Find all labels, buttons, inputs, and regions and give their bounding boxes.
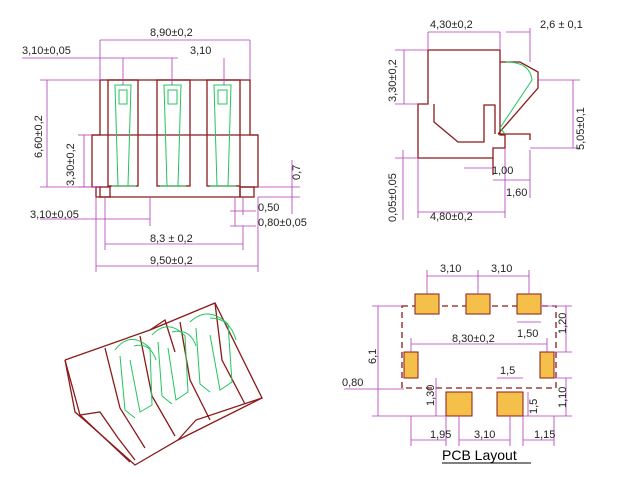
dim-pin-1: 1,00 xyxy=(492,165,513,177)
pcb-layout: 3,10 3,10 8,30±0,2 1,50 1,20 6,1 0,80 1,… xyxy=(342,263,572,464)
dim-depth: 4,80±0,2 xyxy=(430,211,473,223)
dim-pin-2: 1,60 xyxy=(506,187,527,199)
side-body-outline xyxy=(417,49,539,175)
iso-contacts xyxy=(114,313,237,419)
pad-bottom-left xyxy=(445,391,473,417)
side-view: 4,30±0,2 2,6 ± 0,1 3,30±0,2 5,05±0,1 1,0… xyxy=(387,19,587,223)
pcb-dimension-lines xyxy=(344,270,572,446)
dim-upper-height: 3,30±0,2 xyxy=(387,59,399,102)
dim-pcb-bottom-pitch: 3,10 xyxy=(474,429,495,441)
dim-pcb-row-span: 8,30±0,2 xyxy=(452,333,495,345)
dim-side-top-width: 4,30±0,2 xyxy=(430,19,473,31)
dim-lead-offset: 2,6 ± 0,1 xyxy=(540,19,583,31)
dim-pcb-left-off: 1,95 xyxy=(430,429,451,441)
pad-left-side xyxy=(403,351,419,379)
front-dimension-lines xyxy=(22,39,300,272)
dim-right-height: 5,05±0,1 xyxy=(575,107,587,150)
front-contacts xyxy=(112,84,236,187)
dim-bottom-pitch: 3,10±0,05 xyxy=(30,209,79,221)
pcb-outline xyxy=(401,305,557,389)
dim-pin-len: 0,7 xyxy=(291,165,303,180)
dim-pcb-small-3: 1,30 xyxy=(425,385,437,406)
dim-overall: 9,50±0,2 xyxy=(150,255,193,267)
pad-top-middle xyxy=(465,293,491,315)
dim-span: 8,3 ± 0,2 xyxy=(150,233,193,245)
dim-pcb-edge: 0,80 xyxy=(342,377,363,389)
pcb-layout-title: PCB Layout xyxy=(442,447,517,463)
dim-pin-gap: 0,80±0,05 xyxy=(258,217,307,229)
pad-top-right xyxy=(516,293,542,315)
dim-left-pitch: 3,10±0,05 xyxy=(22,45,71,57)
dim-pcb-pitch-1: 3,10 xyxy=(440,263,461,275)
dim-pcb-pad-2: 1,20 xyxy=(557,313,569,334)
side-contact-lead xyxy=(499,61,533,135)
dim-pcb-small-2: 1,10 xyxy=(557,387,569,408)
side-dimension-lines xyxy=(395,28,580,220)
front-view: 8,90±0,2 3,10±0,05 3,10 6,60±0,2 3,30±0,… xyxy=(22,27,307,272)
dim-top-width: 8,90±0,2 xyxy=(150,27,193,39)
pad-bottom-right xyxy=(496,391,524,417)
pcb-pads xyxy=(403,293,555,417)
dim-pcb-pad-1: 1,50 xyxy=(517,328,538,340)
isometric-view xyxy=(64,302,263,466)
dim-pcb-small-1: 1,5 xyxy=(500,365,515,377)
dim-height-total: 6,60±0,2 xyxy=(33,115,45,158)
pad-top-left xyxy=(414,293,440,315)
dim-standoff: 0,05±0,05 xyxy=(387,173,399,222)
dim-pin-w: 0,50 xyxy=(258,202,279,214)
pad-right-side xyxy=(539,351,555,379)
dim-pcb-pitch-2: 3,10 xyxy=(491,263,512,275)
dim-mid-pitch: 3,10 xyxy=(190,45,211,57)
dim-pcb-right-off: 1,15 xyxy=(534,429,555,441)
dim-pcb-height: 6,1 xyxy=(367,349,379,364)
dim-height-lower: 3,30±0,2 xyxy=(65,143,77,186)
dim-pcb-small-4: 1,5 xyxy=(528,399,540,414)
